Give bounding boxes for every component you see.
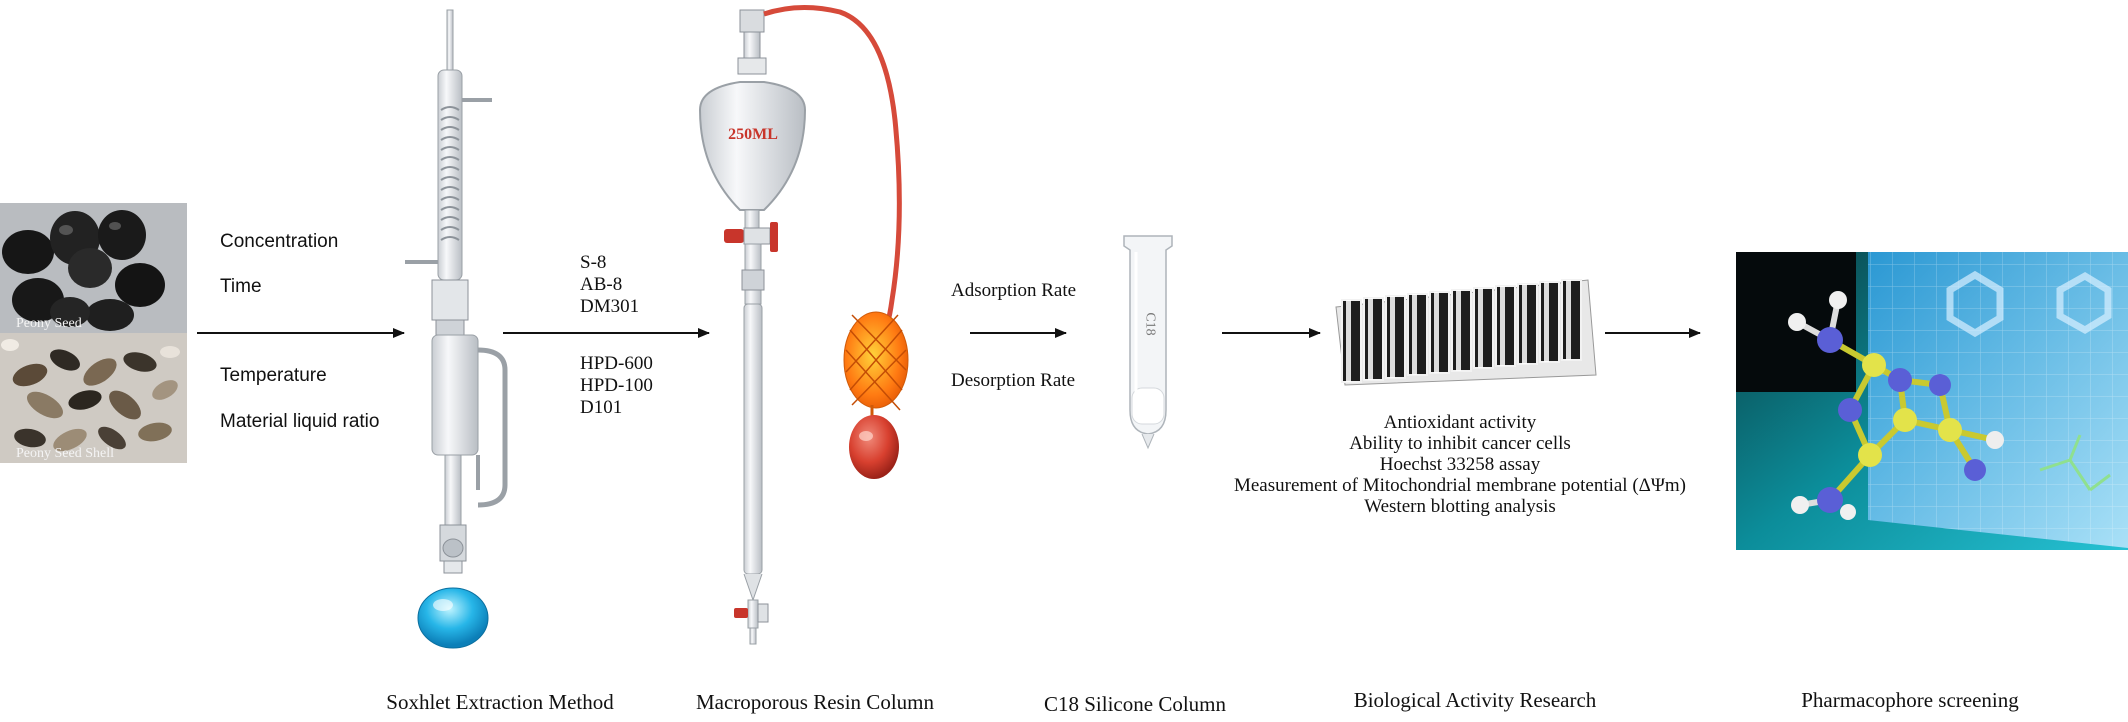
param-material-liquid-ratio: Material liquid ratio [220,411,380,432]
param-desorption-rate: Desorption Rate [951,370,1076,391]
resin-list-group-1: S-8 AB-8 DM301 [580,252,639,318]
param-time: Time [220,276,262,297]
peony-seed-photo [0,203,187,333]
cuvette-rack-illustration [1335,279,1597,386]
activity-test-item: Antioxidant activity [1383,412,1537,433]
caption-macroporous-resin-column: Macroporous Resin Column [696,690,934,714]
activity-test-item: Hoechst 33258 assay [1379,454,1541,475]
param-adsorption-rate: Adsorption Rate [951,280,1077,301]
resin-item: D101 [580,397,623,418]
activity-test-item: Ability to inhibit cancer cells [1349,433,1571,454]
caption-biological-activity-research: Biological Activity Research [1353,688,1597,712]
param-concentration: Concentration [220,231,339,252]
c18-cartridge-label: C18 [1142,312,1158,336]
caption-c18-silicone-column: C18 Silicone Column [1043,692,1226,716]
activity-test-item: Western blotting analysis [1364,496,1556,517]
caption-soxhlet-extraction: Soxhlet Extraction Method [386,690,614,714]
resin-item: S-8 [580,252,607,273]
peony-seed-shell-photo [0,333,187,463]
caption-pharmacophore-screening: Pharmacophore screening [1801,688,2019,712]
macroporous-resin-column-illustration [698,4,909,645]
resin-item: DM301 [580,296,640,317]
activity-tests-list: Antioxidant activity Ability to inhibit … [1200,412,1720,517]
resin-item: HPD-100 [580,375,653,396]
param-temperature: Temperature [220,365,327,386]
activity-test-item: Measurement of Mitochondrial membrane po… [1233,475,1687,496]
soxhlet-apparatus-illustration [405,9,508,649]
peony-seed-label: Peony Seed [16,316,82,331]
resin-item: HPD-600 [580,353,653,374]
resin-list-group-2: HPD-600 HPD-100 D101 [580,353,653,419]
resin-item: AB-8 [580,274,623,295]
c18-cartridge-illustration [1123,235,1173,450]
peony-seed-shell-label: Peony Seed Shell [16,446,114,461]
pharmacophore-molecule-illustration [1736,252,2128,550]
funnel-volume-label: 250ML [728,126,778,143]
